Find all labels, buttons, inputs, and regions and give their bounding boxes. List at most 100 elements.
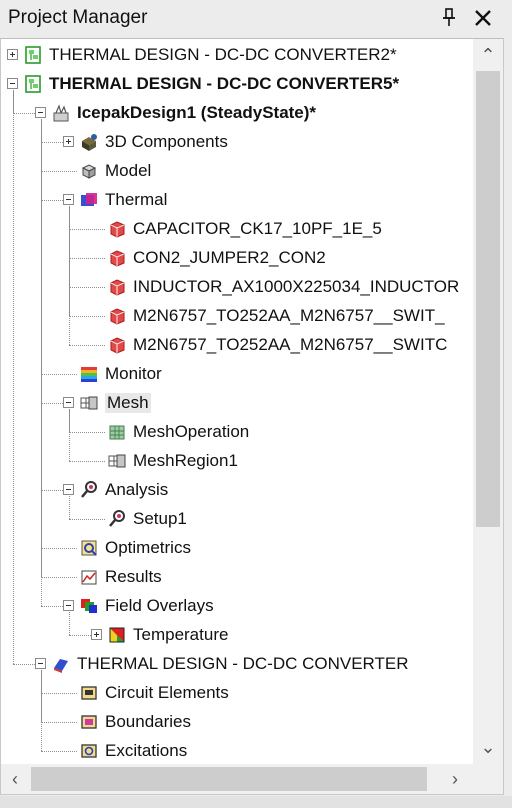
tree-connector-line (41, 490, 63, 491)
tree-item-t4[interactable]: M2N6757_TO252AA_M2N6757__SWIT_ (1, 302, 473, 330)
tree-connector-line (69, 229, 105, 230)
vertical-scrollbar[interactable]: ⌃ ⌄ (473, 39, 503, 765)
tree-connector-line (41, 119, 42, 606)
collapse-icon[interactable] (35, 658, 46, 669)
panel-bottom-edge (0, 796, 512, 808)
tree-connector-line (69, 612, 70, 635)
boundaries-icon (79, 712, 99, 732)
thermal-source-icon (107, 277, 127, 297)
tree-item-results[interactable]: Results (1, 563, 473, 591)
tree-item-label: IcepakDesign1 (SteadyState)* (77, 103, 317, 122)
project-tree[interactable]: THERMAL DESIGN - DC-DC CONVERTER2*THERMA… (1, 39, 473, 765)
expand-icon[interactable] (7, 49, 18, 60)
tree-item-p2[interactable]: THERMAL DESIGN - DC-DC CONVERTER2* (1, 41, 473, 69)
pin-icon[interactable] (438, 6, 460, 30)
tree-connector-line (41, 403, 63, 404)
tree-connector-line (69, 206, 70, 345)
tree-item-p5[interactable]: THERMAL DESIGN - DC-DC CONVERTER5* (1, 70, 473, 98)
tree-connector-line (69, 345, 105, 346)
tree-connector-line (69, 496, 70, 519)
thermal-source-icon (107, 306, 127, 326)
tree-item-label: Setup1 (133, 509, 187, 528)
tree-connector-line (69, 432, 105, 433)
monitor-icon (79, 364, 99, 384)
collapse-icon[interactable] (7, 78, 18, 89)
collapse-icon[interactable] (63, 194, 74, 205)
tree-item-model[interactable]: Model (1, 157, 473, 185)
model-icon (79, 161, 99, 181)
scroll-up-icon[interactable]: ⌃ (480, 45, 496, 65)
tree-item-fieldov[interactable]: Field Overlays (1, 592, 473, 620)
tree-item-t3[interactable]: INDUCTOR_AX1000X225034_INDUCTOR (1, 273, 473, 301)
collapse-icon[interactable] (63, 397, 74, 408)
tree-item-label: MeshRegion1 (133, 451, 238, 470)
tree-item-label: THERMAL DESIGN - DC-DC CONVERTER (77, 654, 409, 673)
tree-connector-line (41, 577, 77, 578)
tree-item-monitor[interactable]: Monitor (1, 360, 473, 388)
mesh-operation-icon (107, 422, 127, 442)
tree-item-t2[interactable]: CON2_JUMPER2_CON2 (1, 244, 473, 272)
thermal-source-icon (107, 335, 127, 355)
tree-item-temp[interactable]: Temperature (1, 621, 473, 649)
tree-item-comp3d[interactable]: 3D Components (1, 128, 473, 156)
tree-connector-line (41, 171, 77, 172)
tree-item-meshreg[interactable]: MeshRegion1 (1, 447, 473, 475)
tree-item-boundaries[interactable]: Boundaries (1, 708, 473, 736)
expand-icon[interactable] (91, 629, 102, 640)
tree-connector-line (13, 90, 14, 664)
tree-item-optim[interactable]: Optimetrics (1, 534, 473, 562)
panel-titlebar: Project Manager (0, 0, 512, 38)
project-tree-panel: THERMAL DESIGN - DC-DC CONVERTER2*THERMA… (0, 38, 504, 766)
tree-item-t5[interactable]: M2N6757_TO252AA_M2N6757__SWITC (1, 331, 473, 359)
tree-connector-line (41, 142, 63, 143)
tree-connector-line (13, 113, 35, 114)
tree-connector-line (13, 664, 35, 665)
collapse-icon[interactable] (63, 600, 74, 611)
tree-item-label: CAPACITOR_CK17_10PF_1E_5 (133, 219, 382, 238)
mesh-icon (79, 393, 99, 413)
tree-item-label: 3D Components (105, 132, 228, 151)
horizontal-scrollbar[interactable]: ‹ › (0, 764, 504, 795)
project-icon (23, 74, 43, 94)
collapse-icon[interactable] (63, 484, 74, 495)
thermal-source-icon (107, 248, 127, 268)
thermal-source-icon (107, 219, 127, 239)
3d-components-icon (79, 132, 99, 152)
tree-item-excitations[interactable]: Excitations (1, 737, 473, 765)
tree-connector-line (41, 200, 63, 201)
mesh-region-icon (107, 451, 127, 471)
vertical-scroll-thumb[interactable] (476, 71, 500, 527)
close-icon[interactable] (470, 3, 496, 31)
tree-connector-line (41, 722, 77, 723)
expand-icon[interactable] (63, 136, 74, 147)
scroll-down-icon[interactable]: ⌄ (480, 737, 496, 757)
setup-icon (107, 509, 127, 529)
field-overlays-icon (79, 596, 99, 616)
tree-item-circuit[interactable]: Circuit Elements (1, 679, 473, 707)
scroll-left-icon[interactable]: ‹ (12, 769, 18, 789)
tree-item-meshop[interactable]: MeshOperation (1, 418, 473, 446)
tree-item-thermal[interactable]: Thermal (1, 186, 473, 214)
tree-connector-line (69, 316, 105, 317)
tree-item-label: Monitor (105, 364, 162, 383)
tree-connector-line (41, 670, 42, 751)
tree-item-label: Field Overlays (105, 596, 214, 615)
project-icon (23, 45, 43, 65)
horizontal-scroll-thumb[interactable] (31, 767, 427, 791)
tree-connector-line (69, 258, 105, 259)
tree-item-label: Analysis (105, 480, 169, 499)
analysis-icon (79, 480, 99, 500)
tree-item-t1[interactable]: CAPACITOR_CK17_10PF_1E_5 (1, 215, 473, 243)
tree-item-design[interactable]: IcepakDesign1 (SteadyState)* (1, 99, 473, 127)
tree-item-analysis[interactable]: Analysis (1, 476, 473, 504)
tree-connector-line (69, 287, 105, 288)
collapse-icon[interactable] (35, 107, 46, 118)
tree-item-hfss[interactable]: THERMAL DESIGN - DC-DC CONVERTER (1, 650, 473, 678)
tree-connector-line (69, 461, 105, 462)
tree-item-label: INDUCTOR_AX1000X225034_INDUCTOR (133, 277, 460, 296)
tree-item-mesh[interactable]: Mesh (1, 389, 473, 417)
tree-item-label: Optimetrics (105, 538, 191, 557)
tree-item-label: Excitations (105, 741, 188, 760)
scroll-right-icon[interactable]: › (452, 769, 458, 789)
tree-item-setup1[interactable]: Setup1 (1, 505, 473, 533)
